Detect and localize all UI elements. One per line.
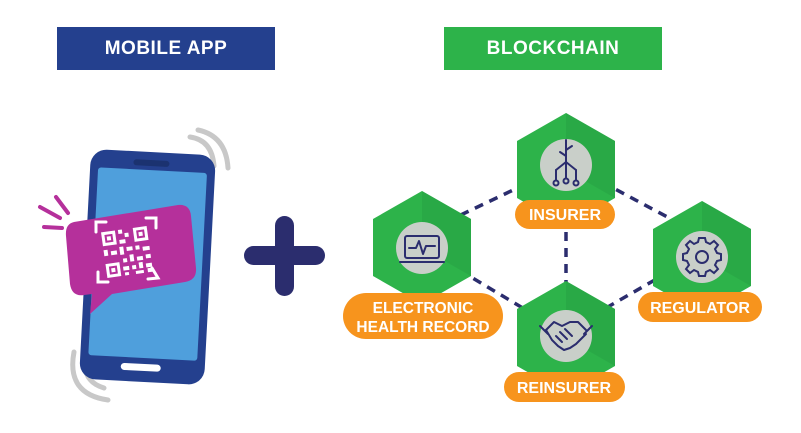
- ehr-label-line1: ELECTRONIC: [373, 300, 474, 317]
- insurer-label: INSURER: [529, 207, 601, 224]
- tree-circuit-icon: [552, 139, 580, 187]
- heart-monitor-icon: [399, 235, 445, 263]
- blockchain-header: BLOCKCHAIN: [444, 27, 662, 70]
- gear-icon: [682, 237, 722, 277]
- ehr-node: ELECTRONIC HEALTH RECORD: [343, 191, 503, 339]
- insurer-node: INSURER: [515, 113, 615, 229]
- regulator-node: REGULATOR: [638, 201, 762, 322]
- network-connections: [445, 180, 687, 312]
- reinsurer-label: REINSURER: [517, 380, 612, 397]
- mobile-app-header: MOBILE APP: [57, 27, 275, 70]
- qr-code-icon: [38, 195, 197, 314]
- reinsurer-node: REINSURER: [504, 281, 625, 402]
- ehr-label-line2: HEALTH RECORD: [356, 319, 489, 336]
- plus-icon: [244, 216, 325, 296]
- regulator-label: REGULATOR: [650, 300, 750, 317]
- handshake-icon: [539, 321, 593, 351]
